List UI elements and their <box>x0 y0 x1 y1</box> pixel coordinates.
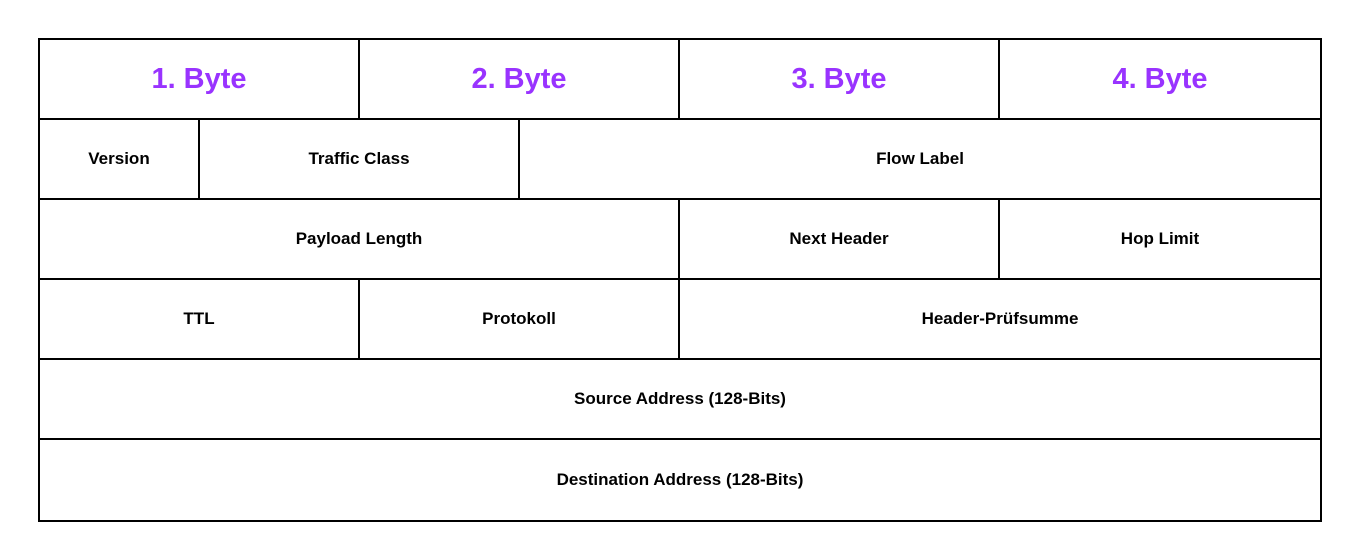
field-cell-traffic-class: Traffic Class <box>200 120 520 200</box>
field-cell-destination-address: Destination Address (128-Bits) <box>556 469 804 489</box>
field-cell-protokoll: Protokoll <box>360 280 680 360</box>
field-cell-header-pruefsumme: Header-Prüfsumme <box>680 280 1320 360</box>
header-layout-table: 1. Byte 2. Byte 3. Byte 4. Byte Version … <box>38 38 1322 522</box>
field-cell-payload-length: Payload Length <box>40 200 680 280</box>
field-cell-ttl: TTL <box>40 280 360 360</box>
field-cell-flow-label: Flow Label <box>520 120 1320 200</box>
byte-header-2: 2. Byte <box>360 40 680 120</box>
field-cell-hop-limit: Hop Limit <box>1000 200 1320 280</box>
field-cell-source-address: Source Address (128-Bits) <box>40 360 1320 440</box>
field-cell-version: Version <box>40 120 200 200</box>
byte-header-1: 1. Byte <box>40 40 360 120</box>
byte-header-4: 4. Byte <box>1000 40 1320 120</box>
byte-header-3: 3. Byte <box>680 40 1000 120</box>
field-cell-next-header: Next Header <box>680 200 1000 280</box>
